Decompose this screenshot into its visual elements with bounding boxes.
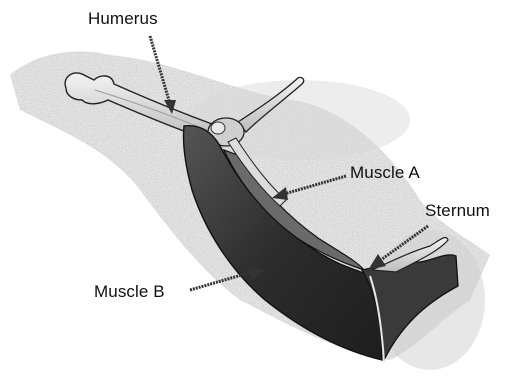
muscle-a-label: Muscle A (350, 163, 420, 183)
muscle-b-label: Muscle B (94, 282, 165, 302)
sternum-label: Sternum (425, 201, 490, 221)
humerus-label: Humerus (88, 9, 158, 29)
